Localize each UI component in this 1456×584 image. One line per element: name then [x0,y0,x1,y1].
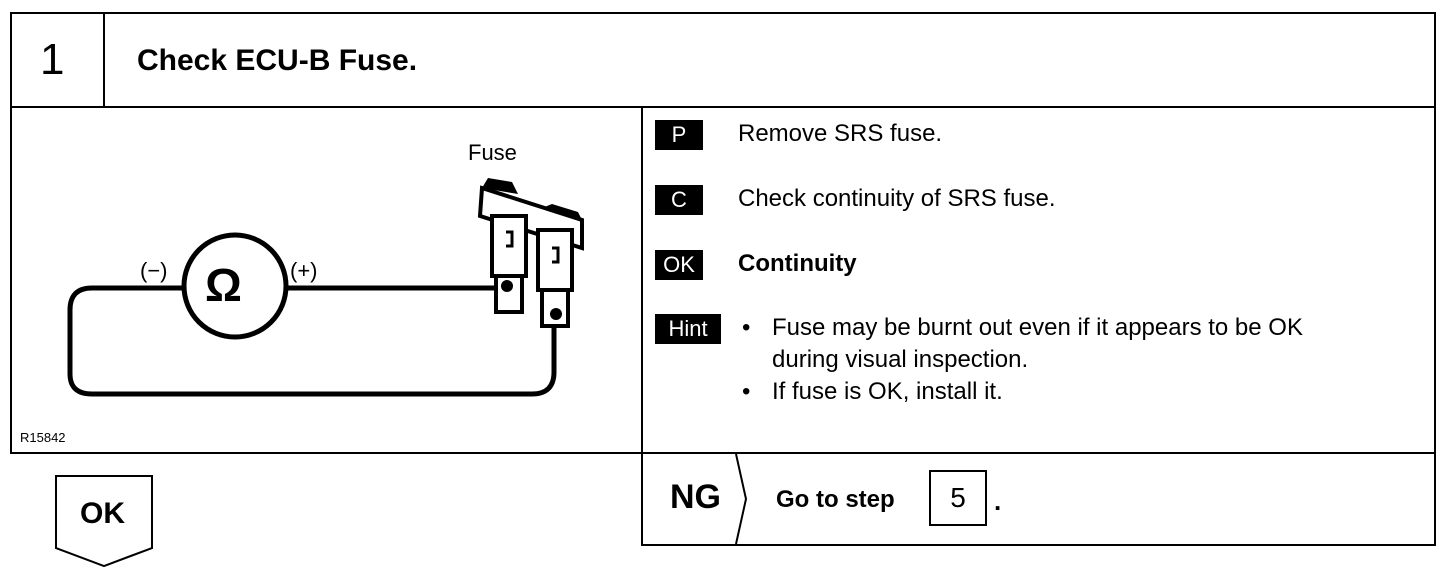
ng-suffix: . [994,486,1002,516]
hint-bullet-2: • [742,378,751,405]
step-title: Check ECU-B Fuse. [137,44,418,77]
column-divider [641,106,643,546]
hint-tag: Hint [655,314,721,344]
ohm-symbol: Ω [205,259,242,311]
procedure-text: Remove SRS fuse. [738,120,943,147]
ohmmeter-icon [181,232,289,340]
step-number-divider [103,12,105,108]
fuse-continuity-diagram [67,178,584,397]
hint-bullet-1-line-2: during visual inspection. [772,346,1029,373]
procedure-tag: P [655,120,703,150]
ok-tag: OK [655,250,703,280]
minus-terminal-label: (−) [140,258,168,283]
hint-bullet-1: • [742,314,751,341]
ng-go-to-text: Go to step [776,486,895,513]
test-lead-wire [67,285,557,397]
ng-arrow-icon [735,454,748,544]
ok-text: Continuity [738,250,857,277]
check-text: Check continuity of SRS fuse. [738,185,1056,212]
ng-branch-box [641,452,1436,546]
hint-bullet-1-line-1: Fuse may be burnt out even if it appears… [772,314,1303,341]
hint-bullet-2-text: If fuse is OK, install it. [772,378,1003,405]
ok-branch-arrow [55,475,153,568]
ng-target-step[interactable]: 5 [929,470,987,526]
fuse-label: Fuse [468,140,517,165]
step-number: 1 [40,35,65,84]
plus-terminal-label: (+) [290,258,318,283]
fuse-icon [477,178,584,328]
ok-branch-label: OK [80,497,125,530]
figure-ref-code: R15842 [20,430,66,445]
ng-target-step-number: 5 [950,482,966,513]
check-tag: C [655,185,703,215]
ng-label: NG [670,478,721,516]
